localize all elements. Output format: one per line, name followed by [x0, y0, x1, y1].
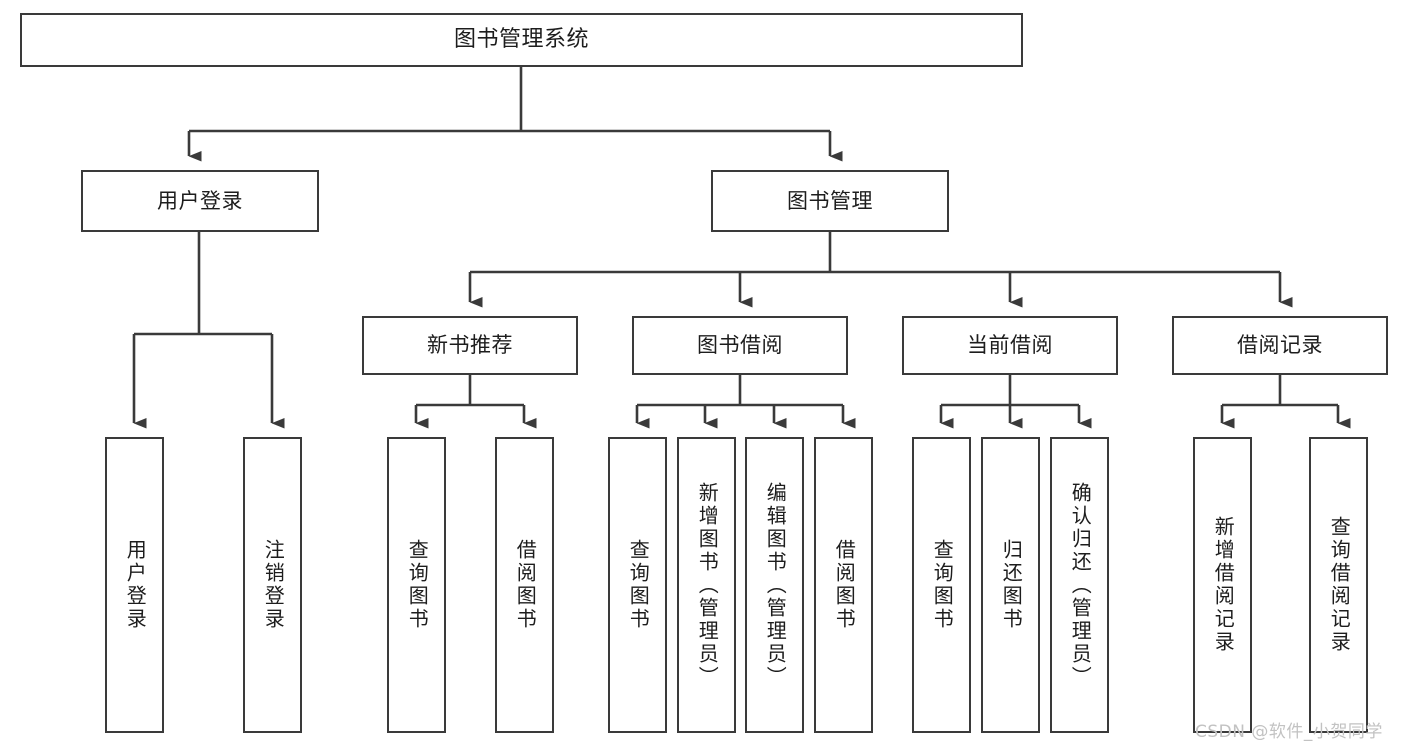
node-label: 借阅记录	[1237, 333, 1323, 358]
node-label: 图书管理	[787, 188, 873, 213]
node-label: 图书管理系统	[453, 27, 589, 53]
node-label: 编辑图书（管理员）	[763, 481, 788, 689]
node-leaf-borrow-book-1[interactable]: 借阅图书	[495, 437, 554, 733]
node-label: 借阅图书	[513, 539, 538, 631]
node-label: 查询图书	[930, 539, 955, 631]
node-label: 注销登录	[261, 539, 286, 631]
node-root-system[interactable]: 图书管理系统	[20, 13, 1023, 67]
node-leaf-edit-book[interactable]: 编辑图书（管理员）	[745, 437, 804, 733]
node-label: 新增借阅记录	[1211, 516, 1236, 654]
node-label: 借阅图书	[832, 539, 857, 631]
node-label: 归还图书	[999, 539, 1024, 631]
node-leaf-user-login[interactable]: 用户登录	[105, 437, 164, 733]
node-user-login[interactable]: 用户登录	[81, 170, 319, 232]
node-label: 图书借阅	[697, 333, 783, 358]
node-leaf-query-book-2[interactable]: 查询图书	[608, 437, 667, 733]
node-label: 查询借阅记录	[1327, 516, 1352, 654]
node-label: 查询图书	[405, 539, 430, 631]
node-book-borrow[interactable]: 图书借阅	[632, 316, 848, 375]
node-borrow-record[interactable]: 借阅记录	[1172, 316, 1388, 375]
node-leaf-add-book[interactable]: 新增图书（管理员）	[677, 437, 736, 733]
node-leaf-query-book-3[interactable]: 查询图书	[912, 437, 971, 733]
node-label: 新增图书（管理员）	[695, 481, 720, 689]
node-leaf-confirm-return[interactable]: 确认归还（管理员）	[1050, 437, 1109, 733]
node-label: 用户登录	[123, 539, 148, 631]
node-label: 用户登录	[157, 188, 243, 213]
node-leaf-logout-login[interactable]: 注销登录	[243, 437, 302, 733]
node-new-book-recommend[interactable]: 新书推荐	[362, 316, 578, 375]
node-label: 新书推荐	[427, 333, 513, 358]
node-current-borrow[interactable]: 当前借阅	[902, 316, 1118, 375]
node-label: 当前借阅	[967, 333, 1053, 358]
node-label: 查询图书	[626, 539, 651, 631]
node-book-manage[interactable]: 图书管理	[711, 170, 949, 232]
node-leaf-add-record[interactable]: 新增借阅记录	[1193, 437, 1252, 733]
csdn-watermark: CSDN @软件_小贺同学	[1195, 722, 1383, 742]
node-leaf-query-record[interactable]: 查询借阅记录	[1309, 437, 1368, 733]
node-leaf-query-book-1[interactable]: 查询图书	[387, 437, 446, 733]
node-label: 确认归还（管理员）	[1068, 481, 1093, 689]
node-leaf-borrow-book-2[interactable]: 借阅图书	[814, 437, 873, 733]
node-leaf-return-book[interactable]: 归还图书	[981, 437, 1040, 733]
